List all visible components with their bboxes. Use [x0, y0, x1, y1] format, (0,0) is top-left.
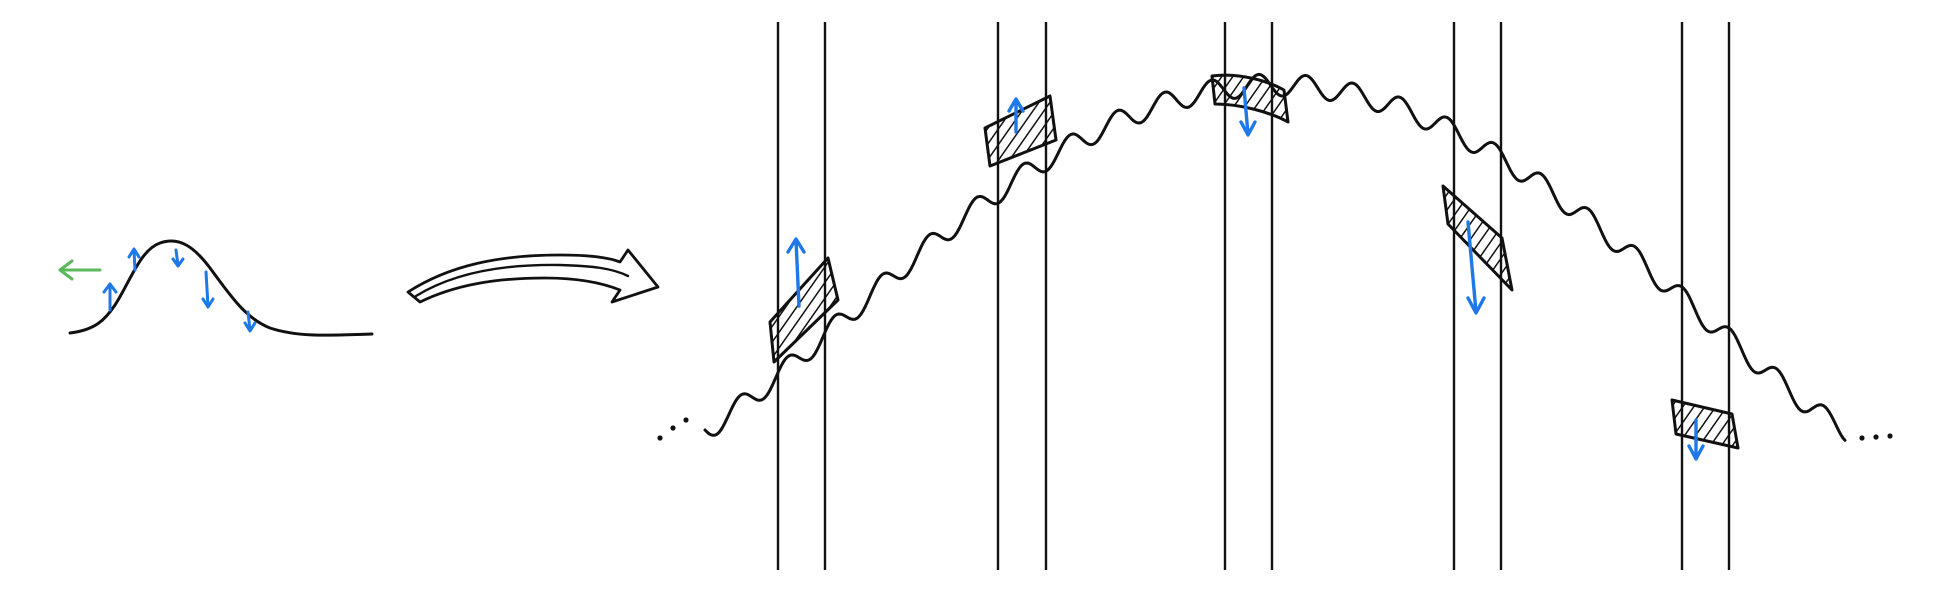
up-arrow-icon — [127, 247, 141, 272]
ellipsis-left — [657, 417, 689, 441]
down-arrow-icon — [1466, 220, 1486, 315]
slab-motion-arrows — [786, 86, 1705, 461]
down-arrow-icon — [171, 248, 185, 268]
pulse-curve — [68, 239, 374, 337]
up-arrow-icon — [102, 282, 118, 312]
curved-arrow-icon — [406, 248, 660, 304]
down-arrow-icon — [1687, 418, 1705, 461]
slab-1 — [768, 256, 840, 364]
up-arrow-icon — [786, 237, 806, 308]
green-arrow-icon — [58, 259, 102, 281]
long-wavy-string — [657, 72, 1893, 442]
wavy-curve — [703, 72, 1847, 442]
blue-arrows — [102, 247, 257, 333]
small-wave-pulse — [58, 239, 374, 337]
down-arrow-icon — [243, 310, 257, 333]
slab-3 — [1210, 73, 1290, 124]
slab-5 — [1670, 398, 1740, 450]
slab-2 — [983, 94, 1058, 168]
down-arrow-icon — [201, 270, 215, 309]
up-arrow-icon — [1007, 97, 1025, 134]
down-arrow-icon — [1239, 86, 1257, 137]
slab-4 — [1441, 184, 1514, 292]
ellipsis-right — [1859, 433, 1893, 441]
hatched-slabs — [768, 73, 1740, 450]
